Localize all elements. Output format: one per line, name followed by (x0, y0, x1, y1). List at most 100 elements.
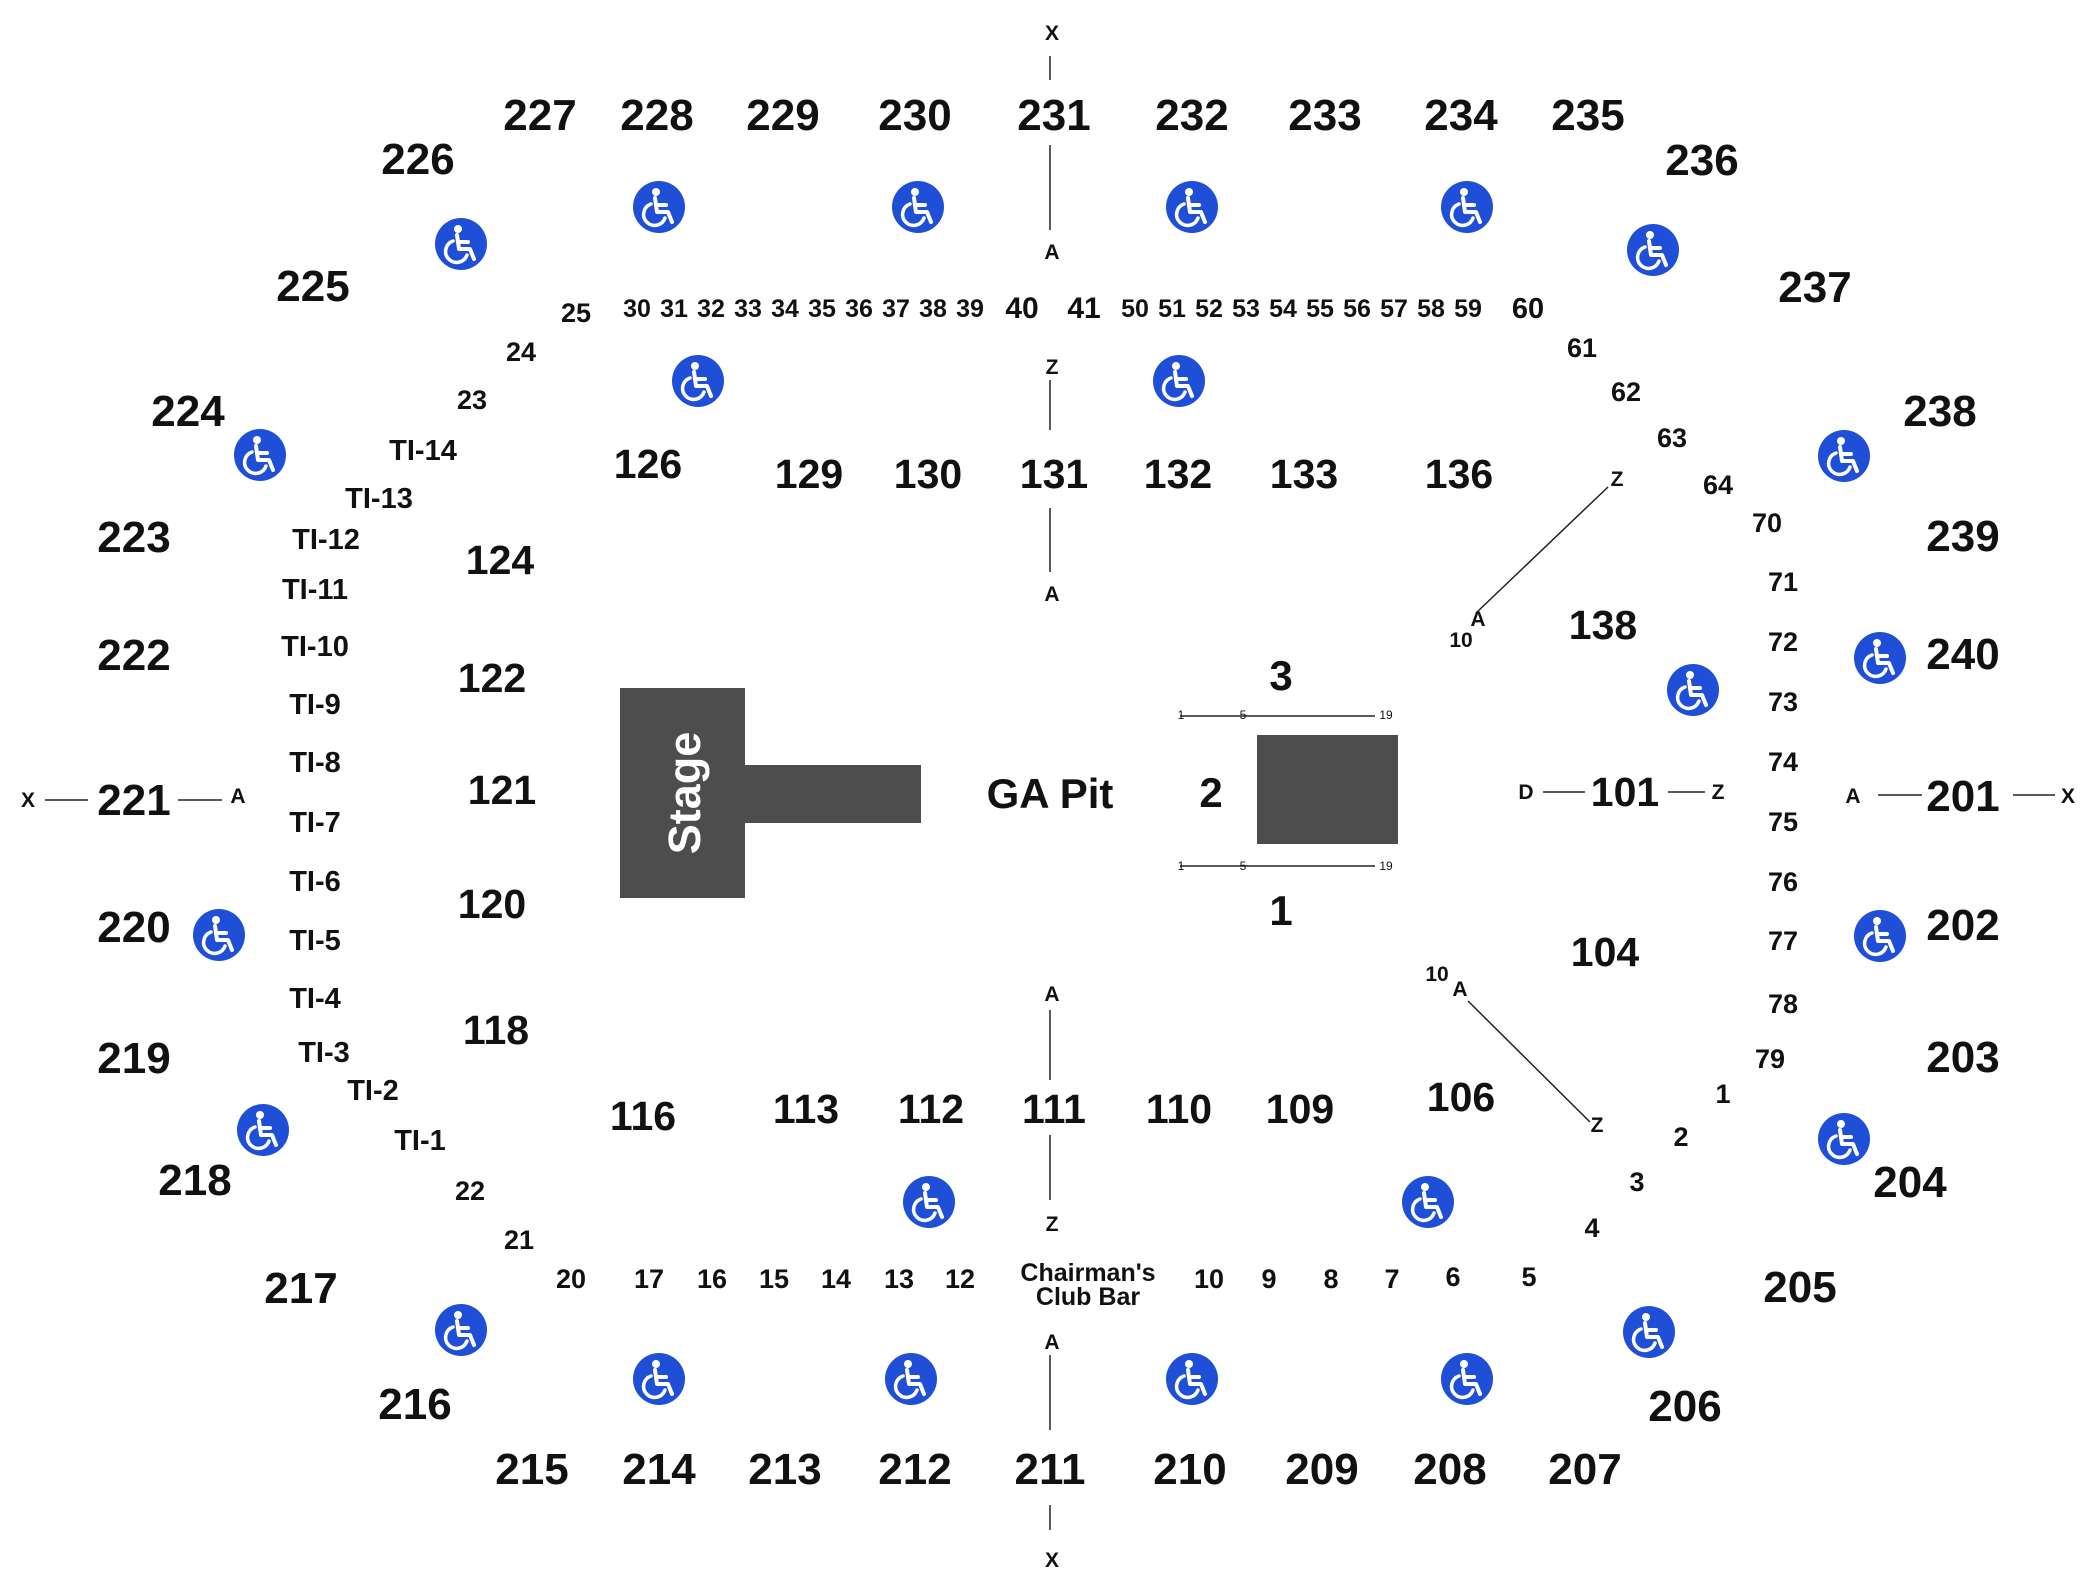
section-208[interactable]: 208 (1413, 1445, 1486, 1494)
wheelchair-icon[interactable] (884, 1352, 938, 1406)
row-label: 14 (821, 1264, 851, 1294)
stage-runway (744, 765, 921, 823)
wheelchair-icon[interactable] (434, 1303, 488, 1357)
section-217[interactable]: 217 (264, 1264, 337, 1313)
section-238[interactable]: 238 (1903, 387, 1976, 436)
wheelchair-icon[interactable] (1440, 180, 1494, 234)
section-204[interactable]: 204 (1873, 1158, 1947, 1207)
wheelchair-icon[interactable] (1817, 429, 1871, 483)
row-label: 36 (845, 295, 873, 323)
section-213[interactable]: 213 (748, 1445, 821, 1494)
section-131[interactable]: 131 (1020, 451, 1088, 497)
row-label: 25 (561, 298, 591, 328)
section-206[interactable]: 206 (1648, 1382, 1721, 1431)
section-229[interactable]: 229 (746, 91, 819, 140)
section-227[interactable]: 227 (503, 91, 576, 140)
wheelchair-icon[interactable] (632, 180, 686, 234)
aisle-letter-z: Z (1611, 468, 1624, 491)
section-240[interactable]: 240 (1926, 630, 1999, 679)
pit-box-label-3: 3 (1269, 652, 1292, 699)
wheelchair-icon[interactable] (1666, 663, 1720, 717)
wheelchair-icon[interactable] (1165, 180, 1219, 234)
wheelchair-icon[interactable] (434, 217, 488, 271)
section-112[interactable]: 112 (898, 1086, 964, 1132)
section-216[interactable]: 216 (378, 1380, 451, 1429)
section-223[interactable]: 223 (97, 513, 170, 562)
wheelchair-icon[interactable] (1622, 1305, 1676, 1359)
section-120[interactable]: 120 (458, 881, 526, 927)
section-130[interactable]: 130 (894, 451, 962, 497)
section-111[interactable]: 111 (1022, 1086, 1086, 1132)
club-bar-label: Chairman's (1020, 1259, 1155, 1287)
section-121[interactable]: 121 (468, 767, 536, 813)
section-218[interactable]: 218 (158, 1156, 231, 1205)
section-233[interactable]: 233 (1288, 91, 1361, 140)
section-124[interactable]: 124 (466, 537, 535, 583)
wheelchair-icon[interactable] (671, 354, 725, 408)
wheelchair-icon[interactable] (1817, 1112, 1871, 1166)
wheelchair-icon[interactable] (233, 428, 287, 482)
wheelchair-icon[interactable] (1401, 1175, 1455, 1229)
section-224[interactable]: 224 (151, 387, 225, 436)
section-214[interactable]: 214 (622, 1445, 696, 1494)
section-113[interactable]: 113 (773, 1086, 839, 1132)
section-239[interactable]: 239 (1926, 512, 1999, 561)
wheelchair-icon[interactable] (236, 1103, 290, 1157)
section-129[interactable]: 129 (775, 451, 843, 497)
section-138[interactable]: 138 (1569, 602, 1637, 648)
section-106[interactable]: 106 (1427, 1074, 1495, 1120)
section-210[interactable]: 210 (1153, 1445, 1226, 1494)
section-230[interactable]: 230 (878, 91, 951, 140)
section-101[interactable]: 101 (1591, 769, 1659, 815)
section-211[interactable]: 211 (1015, 1445, 1086, 1494)
section-237[interactable]: 237 (1778, 263, 1851, 312)
section-221[interactable]: 221 (97, 776, 170, 825)
wheelchair-icon[interactable] (632, 1352, 686, 1406)
section-219[interactable]: 219 (97, 1034, 170, 1083)
section-203[interactable]: 203 (1926, 1033, 1999, 1082)
section-235[interactable]: 235 (1551, 91, 1624, 140)
wheelchair-icon[interactable] (902, 1175, 956, 1229)
ti-row-label: TI-8 (289, 747, 341, 779)
section-232[interactable]: 232 (1155, 91, 1228, 140)
section-225[interactable]: 225 (276, 262, 349, 311)
section-220[interactable]: 220 (97, 903, 170, 952)
wheelchair-icon[interactable] (891, 180, 945, 234)
section-222[interactable]: 222 (97, 631, 170, 680)
section-201[interactable]: 201 (1926, 772, 1999, 821)
section-110[interactable]: 110 (1146, 1086, 1212, 1132)
section-109[interactable]: 109 (1266, 1086, 1334, 1132)
wheelchair-icon[interactable] (1853, 909, 1907, 963)
section-202[interactable]: 202 (1926, 901, 1999, 950)
section-209[interactable]: 209 (1285, 1445, 1358, 1494)
section-126[interactable]: 126 (614, 441, 682, 487)
section-212[interactable]: 212 (878, 1445, 951, 1494)
wheelchair-icon[interactable] (1440, 1352, 1494, 1406)
aisle-letter-z: Z (1046, 1213, 1059, 1236)
section-205[interactable]: 205 (1763, 1263, 1836, 1312)
row-label: 4 (1584, 1213, 1599, 1243)
row-label: 64 (1703, 470, 1733, 500)
aisle-letter-a: A (1845, 785, 1860, 808)
section-231[interactable]: 231 (1017, 91, 1090, 140)
section-122[interactable]: 122 (458, 655, 526, 701)
wheelchair-icon[interactable] (192, 908, 246, 962)
section-118[interactable]: 118 (463, 1007, 529, 1053)
section-215[interactable]: 215 (495, 1445, 568, 1494)
section-136[interactable]: 136 (1425, 451, 1493, 497)
section-132[interactable]: 132 (1144, 451, 1212, 497)
row-label: 10 (1194, 1264, 1224, 1294)
section-228[interactable]: 228 (620, 91, 693, 140)
section-116[interactable]: 116 (610, 1093, 676, 1139)
wheelchair-icon[interactable] (1626, 223, 1680, 277)
section-104[interactable]: 104 (1571, 929, 1640, 975)
wheelchair-icon[interactable] (1152, 354, 1206, 408)
section-234[interactable]: 234 (1424, 91, 1498, 140)
section-226[interactable]: 226 (381, 135, 454, 184)
wheelchair-icon[interactable] (1165, 1352, 1219, 1406)
wheelchair-icon[interactable] (1853, 631, 1907, 685)
pit-box (1257, 735, 1398, 844)
section-133[interactable]: 133 (1270, 451, 1338, 497)
section-207[interactable]: 207 (1548, 1445, 1621, 1494)
section-236[interactable]: 236 (1665, 136, 1738, 185)
